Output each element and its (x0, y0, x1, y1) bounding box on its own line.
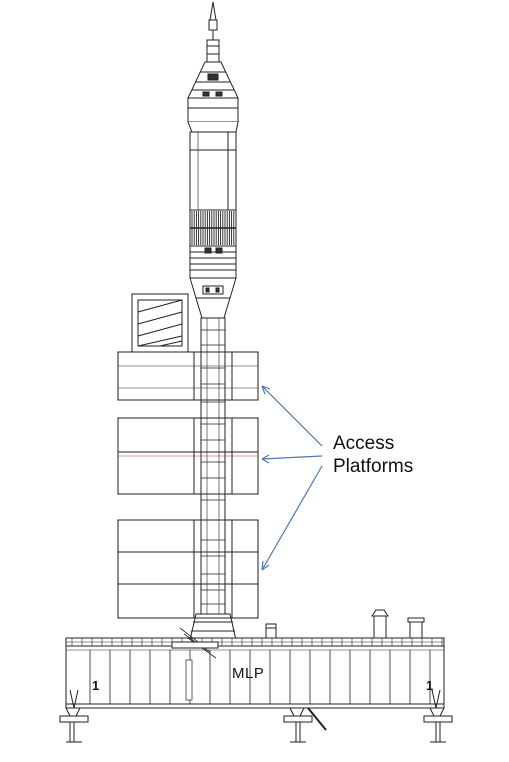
mlp-label: MLP (232, 665, 265, 682)
callout-line-1: Access (333, 433, 395, 454)
callout-arrows (261, 385, 323, 571)
tower-side-cabin (131, 293, 189, 353)
rocket (187, 1, 239, 653)
access-platform-upper (117, 351, 259, 401)
callout-line-2: Platforms (333, 456, 414, 477)
arrowhead-upper (261, 385, 271, 395)
corner-label-left: 1 (92, 678, 100, 693)
arrowhead-middle (261, 454, 270, 464)
arrow-to-lower-platform (261, 465, 323, 571)
mobile-launch-platform (59, 609, 453, 743)
upper-stage (187, 121, 239, 319)
arrow-to-middle-platform (261, 455, 323, 460)
access-platforms-callout: Access Platforms (333, 432, 413, 478)
deck-equipment (171, 609, 425, 659)
crew-capsule (187, 61, 239, 123)
arrowhead-lower (261, 560, 270, 571)
first-stage (189, 317, 237, 653)
corner-label-right: 1 (426, 678, 434, 693)
support-pedestal-left (59, 689, 89, 743)
access-platform-lower (117, 519, 259, 619)
access-platform-middle (117, 417, 259, 495)
support-pedestal-center (283, 707, 327, 743)
support-pedestal-right (423, 689, 453, 743)
escape-tower (206, 1, 220, 63)
arrow-to-upper-platform (261, 385, 323, 447)
